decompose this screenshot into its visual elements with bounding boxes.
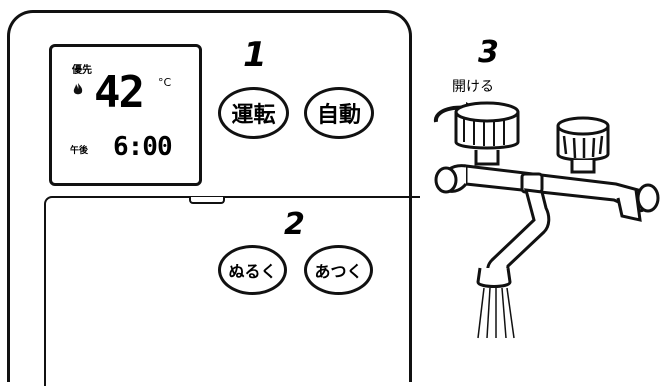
- auto-button[interactable]: 自動: [304, 87, 374, 139]
- temperature-value: 42: [94, 67, 145, 118]
- flame-icon: [73, 83, 83, 95]
- auto-button-label: 自動: [316, 103, 361, 128]
- faucet-body: [434, 164, 660, 222]
- clock-time: 6:00: [113, 132, 173, 162]
- step-2-label: 2: [284, 207, 305, 242]
- run-button[interactable]: 運転: [218, 87, 289, 139]
- hot-handle[interactable]: [454, 101, 520, 166]
- cold-handle[interactable]: [556, 116, 610, 174]
- time-period-label: 午後: [70, 146, 89, 156]
- cooler-button-label: ぬるく: [228, 262, 277, 281]
- run-button-label: 運転: [231, 103, 276, 128]
- cooler-button[interactable]: ぬるく: [218, 245, 287, 295]
- lcd-display: 優先 42 °C 午後 6:00: [49, 44, 202, 186]
- water-stream: [477, 287, 515, 339]
- hotter-button[interactable]: あつく: [304, 245, 373, 295]
- temperature-unit: °C: [158, 76, 172, 89]
- faucet-illustration: [434, 101, 660, 339]
- step-1-label: 1: [243, 35, 267, 75]
- open-instruction: 開ける: [452, 79, 494, 95]
- hotter-button-label: あつく: [314, 262, 363, 281]
- faucet-spout: [476, 188, 551, 288]
- step-3-label: 3: [478, 35, 499, 70]
- priority-label: 優先: [72, 65, 92, 76]
- cover-tab: [189, 197, 225, 204]
- lower-cover: [44, 196, 420, 386]
